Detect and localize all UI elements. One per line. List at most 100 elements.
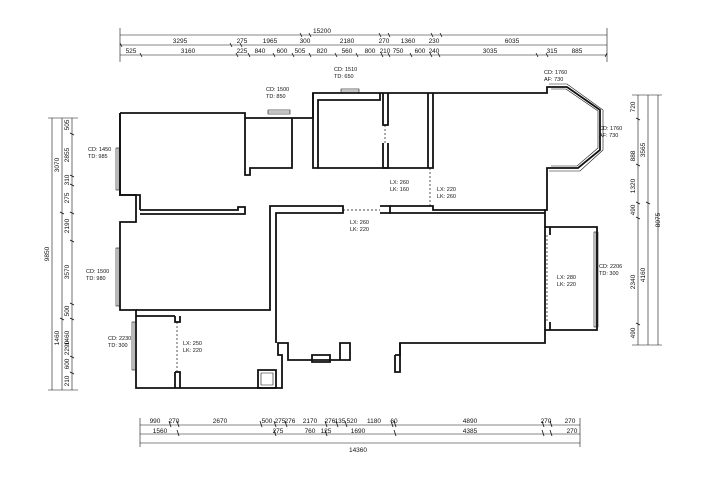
bottom-dim-r2-2: 760	[305, 428, 316, 435]
top-dim-r2-11: 600	[415, 48, 426, 55]
left-dim-r1-9: 600	[64, 358, 71, 369]
top-dim-r2-10: 750	[393, 48, 404, 55]
top-dim-r2-1: 3160	[181, 48, 196, 55]
label-win-right-line1: CD: 2206	[599, 264, 622, 270]
right-dim-r2-0: 3565	[640, 142, 647, 157]
label-win-bay-top-line1: CD: 1760	[544, 70, 567, 76]
label-win-top-a-line1: CD: 1500	[266, 87, 289, 93]
bottom-dim-r1-12: 4890	[463, 418, 478, 425]
bottom-dim-r1-13: 270	[541, 418, 552, 425]
left-dim-r1-1: 2855	[64, 147, 71, 162]
bottom-dim-r2-5: 4385	[463, 428, 478, 435]
bottom-dim-r2-0: 1560	[153, 428, 168, 435]
label-win-bay-top-line2: AF: 730	[544, 77, 563, 83]
top-dim-r1-4: 2180	[340, 38, 355, 45]
label-win-bay-right-line1: CD: 1760	[599, 126, 622, 132]
left-dim-r1-10: 210	[64, 375, 71, 386]
top-dim-r2-6: 820	[317, 48, 328, 55]
top-dim-r1-6: 1360	[401, 38, 416, 45]
top-dim-r1-7: 230	[429, 38, 440, 45]
label-door-right-big-line2: LK: 220	[557, 282, 576, 288]
bottom-total: 14360	[349, 447, 367, 454]
bottom-dim-r2-3: 125	[321, 428, 332, 435]
top-dim-r2-15: 885	[572, 48, 583, 55]
label-door-right-big-line1: LX: 280	[557, 275, 576, 281]
top-dim-r1-1: 275	[237, 38, 248, 45]
left-total: 9850	[44, 246, 51, 261]
label-door-mid-line2: LK: 220	[350, 227, 369, 233]
bottom-dim-r1-0: 990	[150, 418, 161, 425]
bottom-dim-r1-8: 135	[335, 418, 346, 425]
label-door-center-line2: LK: 160	[390, 187, 409, 193]
label-win-left-mid-line1: CD: 1500	[86, 269, 109, 275]
top-total: 15200	[313, 28, 331, 35]
bottom-dim-r2-6: 270	[567, 428, 578, 435]
right-dim-r1-3: 490	[630, 204, 637, 215]
top-dim-r1-3: 300	[300, 38, 311, 45]
left-dim-r1-2: 310	[64, 174, 71, 185]
label-win-left-top-line1: CD: 1450	[88, 147, 111, 153]
top-dim-r2-7: 560	[342, 48, 353, 55]
walls	[119, 86, 601, 389]
top-dim-r1-2: 1965	[263, 38, 278, 45]
left-dim-r1-5: 3570	[64, 264, 71, 279]
top-dim-r2-13: 3035	[483, 48, 498, 55]
bottom-dim-r2-1: 275	[273, 428, 284, 435]
bottom-dim-r1-7: 276	[325, 418, 336, 425]
bottom-dim-r1-14: 270	[565, 418, 576, 425]
top-dim-r2-12: 240	[429, 48, 440, 55]
label-win-left-bottom-line1: CD: 2230	[108, 336, 131, 342]
label-win-left-mid-line2: TD: 980	[86, 276, 106, 282]
label-door-left-bottom-line1: LX: 250	[183, 341, 202, 347]
top-dim-r2-2: 225	[237, 48, 248, 55]
bottom-dim-r1-6: 2170	[303, 418, 318, 425]
left-dim-r1-3: 275	[64, 192, 71, 203]
top-dim-r2-14: 315	[547, 48, 558, 55]
bottom-dim-r1-9: 520	[347, 418, 358, 425]
label-win-left-top-line2: TD: 985	[88, 154, 108, 160]
bottom-dim-r2-4: 1690	[351, 428, 366, 435]
label-win-right-line2: TD: 300	[599, 271, 619, 277]
top-dim-r2-9: 210	[380, 48, 391, 55]
right-total: 8075	[655, 212, 662, 227]
top-dim-r1-5: 270	[379, 38, 390, 45]
label-door-right-small-line2: LK: 260	[437, 194, 456, 200]
left-dim-r1-0: 505	[64, 119, 71, 130]
top-dim-r2-3: 840	[255, 48, 266, 55]
right-dim-r1-0: 720	[630, 101, 637, 112]
left-dim-r1-7: 1460	[64, 330, 71, 345]
bottom-dim-r1-5: 276	[285, 418, 296, 425]
bottom-dim-r1-2: 2670	[213, 418, 228, 425]
top-dim-r2-5: 505	[295, 48, 306, 55]
left-dim-r2-0: 3070	[54, 157, 61, 172]
label-door-center-line1: LX: 260	[390, 180, 409, 186]
bottom-dim-r1-10: 1180	[367, 418, 381, 425]
label-win-bay-right-line2: AF: 730	[599, 133, 618, 139]
bottom-dim-r1-4: 275	[275, 418, 286, 425]
label-win-left-bottom-line2: TD: 300	[108, 343, 128, 349]
left-dim-r1-6: 500	[64, 305, 71, 316]
label-door-right-small-line1: LX: 220	[437, 187, 456, 193]
top-dim-r1-0: 3295	[173, 38, 188, 45]
label-door-mid-line1: LX: 260	[350, 220, 369, 226]
left-dim-r1-4: 2190	[64, 218, 71, 233]
right-dim-r1-4: 2340	[630, 274, 637, 289]
door-openings	[176, 125, 548, 372]
label-win-top-b-line2: TD: 650	[334, 74, 354, 80]
left-dim-r1-8: 2290	[64, 340, 71, 355]
top-dim-r2-8: 800	[365, 48, 376, 55]
bottom-dim-r1-11: 60	[390, 418, 398, 425]
right-dim-r1-2: 1320	[630, 178, 637, 193]
bottom-dim-r1-3: 500	[262, 418, 273, 425]
top-dim-r2-4: 600	[277, 48, 288, 55]
right-dim-r1-1: 888	[630, 150, 637, 161]
right-dim-r2-1: 4160	[640, 267, 647, 282]
left-dim-r2-1: 1460	[54, 330, 61, 345]
label-door-left-bottom-line2: LK: 220	[183, 348, 202, 354]
